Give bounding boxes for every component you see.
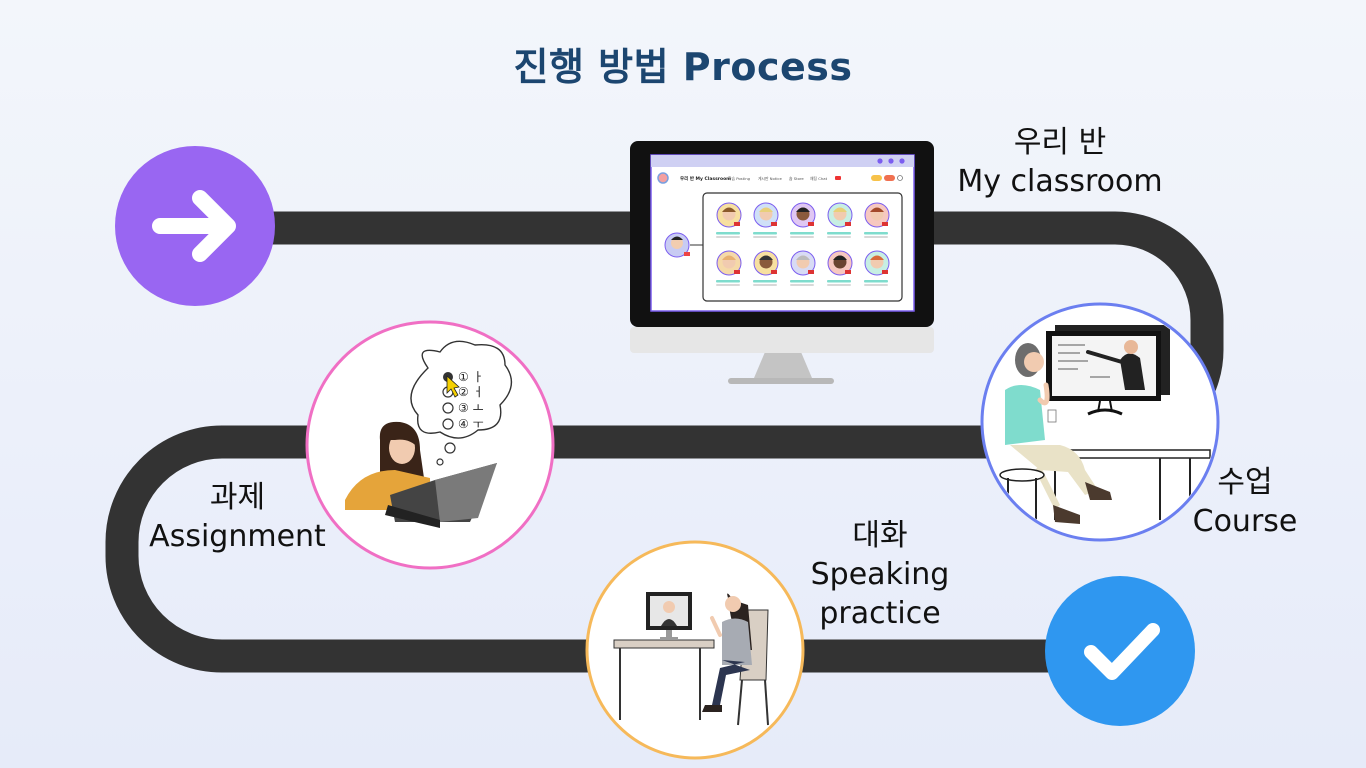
step-label-english-line2: practice: [819, 596, 941, 631]
monitor-nav-item: 게시판 Notice: [758, 176, 782, 181]
teacher-avatar: [664, 232, 690, 258]
monitor-nav-item: 채팅 Chat: [810, 176, 828, 181]
page-title: 진행 방법 Process: [513, 45, 853, 89]
quiz-option: ④ ㅜ: [458, 417, 484, 431]
step-label-korean: 대화: [852, 518, 908, 553]
checkmark-icon: [1084, 623, 1160, 680]
cursor-icon: [446, 375, 460, 398]
quiz-option: ③ ㅗ: [458, 401, 484, 415]
student-avatar: [753, 202, 779, 238]
quiz-option: ② ㅓ: [458, 385, 484, 399]
step-label-speaking: 대화 Speaking practice: [790, 516, 970, 633]
student-avatar: [790, 250, 816, 286]
student-avatar: [827, 202, 853, 238]
student-avatar: [753, 250, 779, 286]
step-label-my-classroom: 우리 반 My classroom: [940, 123, 1180, 201]
assignment-illustration: ① ㅏ ② ㅓ ③ ㅗ ④ ㅜ: [305, 320, 555, 570]
step-label-course: 수업 Course: [1175, 463, 1315, 541]
process-path: [105, 211, 1224, 673]
step-label-korean: 우리 반: [1013, 125, 1107, 160]
arrow-right-icon: [152, 190, 236, 262]
monitor-illustration: 우리 반 My Classroom 학습 Posting 게시판 Notice …: [630, 141, 934, 384]
step-label-english: Assignment: [149, 519, 326, 554]
student-avatar: [827, 250, 853, 286]
step-label-assignment: 과제 Assignment: [135, 478, 340, 556]
speaking-illustration: [585, 540, 805, 760]
student-avatar: [716, 202, 742, 238]
monitor-nav-title: 우리 반 My Classroom: [680, 175, 731, 182]
student-avatar: [716, 250, 742, 286]
step-label-korean: 과제: [209, 480, 266, 515]
step-label-korean: 수업: [1217, 465, 1273, 500]
student-avatar: [864, 250, 890, 286]
quiz-option: ① ㅏ: [458, 370, 484, 384]
student-avatar-grid: [716, 202, 890, 286]
step-label-english: My classroom: [957, 164, 1163, 199]
course-illustration: [980, 302, 1220, 542]
step-label-english: Course: [1192, 504, 1298, 539]
step-label-english: Speaking: [810, 557, 950, 592]
monitor-nav-item: 학습 Posting: [728, 176, 751, 181]
end-marker: [1045, 576, 1195, 726]
start-marker: [115, 146, 275, 306]
student-avatar: [790, 202, 816, 238]
monitor-nav-item: 숍 Store: [789, 176, 804, 181]
student-avatar: [864, 202, 890, 238]
